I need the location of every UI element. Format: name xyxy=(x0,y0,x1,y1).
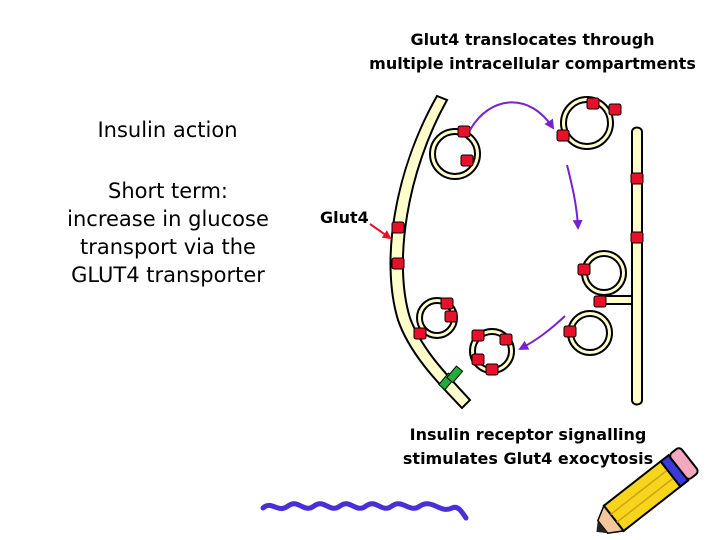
insulin-action-title: Insulin action xyxy=(97,118,238,142)
tubular-compartment xyxy=(631,126,643,406)
arrow-to-top-right-vesicle xyxy=(469,101,555,131)
short-term-line-2: increase in glucose xyxy=(67,207,269,231)
arrow-to-bottom-middle xyxy=(518,315,566,350)
glut4-label-pointer xyxy=(369,223,392,240)
glut4-label: Glut4 xyxy=(320,208,369,227)
insulin-receptor xyxy=(438,365,464,391)
short-term-line-1: Short term: xyxy=(108,179,228,203)
caption-line-1: Insulin receptor signalling xyxy=(409,425,647,444)
tubular-compartment-branch xyxy=(603,295,633,305)
decorative-squiggle xyxy=(260,501,469,521)
exocytosis-caption: Insulin receptor signalling stimulates G… xyxy=(388,423,668,471)
glut4-markers xyxy=(391,97,644,376)
plasma-membrane xyxy=(389,94,472,410)
diagram-heading: Glut4 translocates through multiple intr… xyxy=(355,28,710,76)
short-term-line-3: transport via the xyxy=(80,235,256,259)
short-term-description: Short term: increase in glucose transpor… xyxy=(52,177,284,289)
arrow-down-right xyxy=(566,164,583,230)
short-term-line-4: GLUT4 transporter xyxy=(71,263,265,287)
heading-line-2: multiple intracellular compartments xyxy=(369,54,696,73)
pencil-icon xyxy=(596,447,699,535)
caption-line-2: stimulates Glut4 exocytosis xyxy=(402,449,654,468)
vesicle-top-right xyxy=(560,96,614,150)
vesicle-top-left xyxy=(429,128,481,180)
heading-line-1: Glut4 translocates through xyxy=(410,30,655,49)
